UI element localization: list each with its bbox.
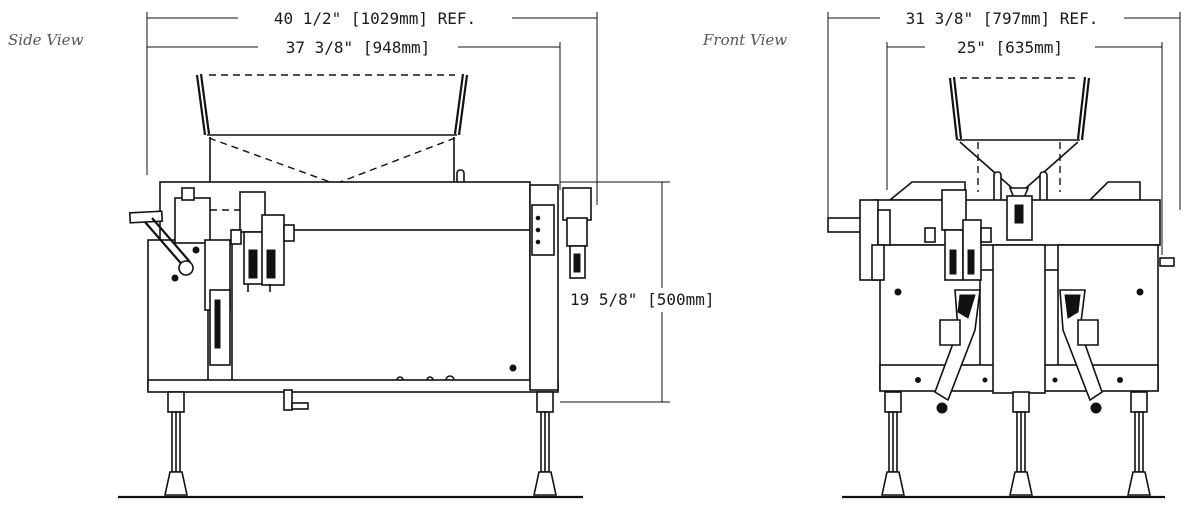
- side-height-dimension: 19 5/8" [500mm]: [560, 181, 715, 403]
- side-legs: [118, 391, 583, 499]
- side-machine-body: [128, 181, 592, 411]
- side-body-dim-text: 37 3/8" [948mm]: [286, 38, 431, 57]
- front-view-label: Front View: [702, 31, 787, 49]
- side-overall-dim-text: 40 1/2" [1029mm] REF.: [274, 9, 476, 28]
- front-overall-dim-text: 31 3/8" [797mm] REF.: [906, 9, 1099, 28]
- front-hopper: [948, 76, 1091, 203]
- front-machine-body: [827, 181, 1175, 414]
- side-body-dimension: 37 3/8" [948mm]: [146, 38, 561, 190]
- side-hopper: [195, 73, 469, 185]
- side-view-label: Side View: [8, 31, 84, 49]
- side-height-dim-text: 19 5/8" [500mm]: [570, 290, 715, 309]
- front-body-dimension: 25" [635mm]: [886, 38, 1163, 255]
- front-overall-dimension: 31 3/8" [797mm] REF.: [827, 9, 1181, 225]
- side-overall-dimension: 40 1/2" [1029mm] REF.: [146, 9, 598, 205]
- front-legs: [842, 391, 1165, 499]
- front-body-dim-text: 25" [635mm]: [957, 38, 1063, 57]
